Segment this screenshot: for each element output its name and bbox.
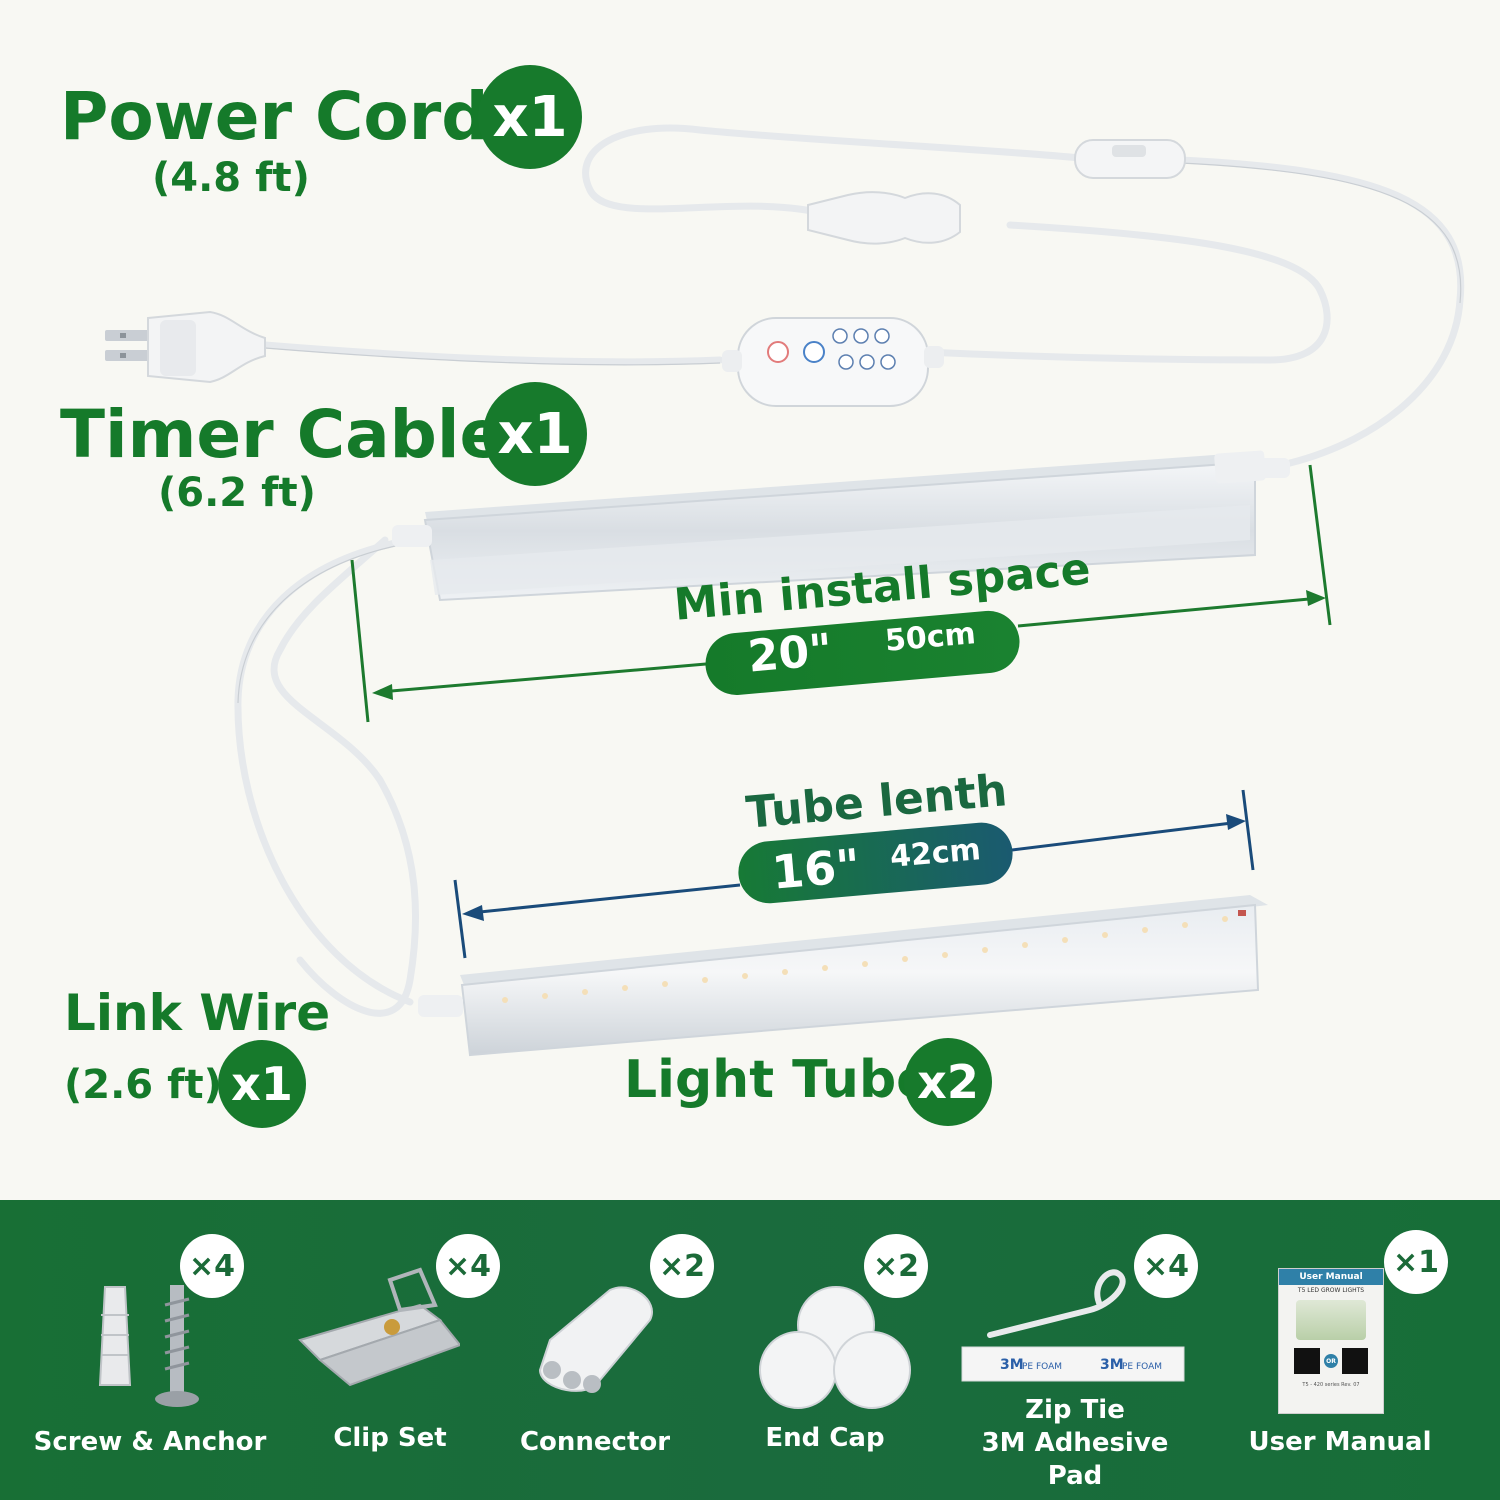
user-manual-cover: User Manual T5 LED GROW LIGHTS OR T5 - 4… xyxy=(1278,1268,1384,1414)
timer-cable-length: (6.2 ft) xyxy=(158,470,316,516)
extension-connector xyxy=(807,191,961,245)
light-tube-qty-badge: x2 xyxy=(904,1038,992,1126)
min-install-dimension xyxy=(350,464,1332,723)
manual-cover-footer: T5 - 420 series Rev. 07 xyxy=(1302,1382,1360,1388)
power-cord-qty-badge: x1 xyxy=(478,65,582,169)
accessory-connector: ×2 Connector xyxy=(490,1200,714,1500)
min-install-inches: 20" xyxy=(745,624,835,683)
manual-cable-image-2 xyxy=(1342,1348,1368,1374)
tube-length-dimension xyxy=(453,789,1255,959)
accessory-end-cap: ×2 End Cap xyxy=(720,1200,930,1500)
led-strip xyxy=(502,916,1228,1003)
light-tube-title: Light Tube xyxy=(624,1050,932,1110)
screw-anchor-qty: ×4 xyxy=(180,1234,244,1298)
pad-foam-text: PE FOAM xyxy=(1022,1362,1062,1372)
zip-tie-pad-qty: ×4 xyxy=(1134,1234,1198,1298)
product-illustration xyxy=(105,124,1465,1057)
screw-anchor-icon xyxy=(98,1285,199,1407)
timer-cable-title: Timer Cable xyxy=(60,396,505,473)
manual-or-badge: OR xyxy=(1324,1354,1338,1368)
accessory-screw-anchor: ×4 Screw & Anchor xyxy=(30,1200,270,1500)
zip-tie-pad-label: Zip Tie 3M Adhesive Pad xyxy=(981,1395,1169,1491)
tube-length-inches: 16" xyxy=(769,838,863,900)
manual-cable-image-1 xyxy=(1294,1348,1320,1374)
accessory-user-manual: User Manual T5 LED GROW LIGHTS OR T5 - 4… xyxy=(1230,1200,1450,1500)
manual-cover-title: User Manual xyxy=(1279,1269,1383,1285)
manual-plant-image xyxy=(1296,1300,1366,1340)
user-manual-qty: ×1 xyxy=(1384,1230,1448,1294)
tube-length-pill xyxy=(738,822,1013,904)
link-wire-qty-badge: x1 xyxy=(218,1040,306,1128)
connector-label: Connector xyxy=(519,1427,671,1457)
inline-switch xyxy=(1074,139,1186,179)
pad-brand-text: 3M xyxy=(1000,1357,1024,1373)
accessories-band: ×4 Screw & Anchor ×4 Clip Set ×2 Connect… xyxy=(0,1200,1500,1500)
pad-brand-text-2: 3M xyxy=(1100,1357,1124,1373)
timer-cable-qty-badge: x1 xyxy=(483,382,587,486)
end-cap-icon xyxy=(759,1286,911,1409)
timer-controller xyxy=(722,317,944,407)
link-wire-length: (2.6 ft) xyxy=(64,1062,222,1108)
clip-set-label: Clip Set xyxy=(333,1423,447,1453)
power-cord-length: (4.8 ft) xyxy=(152,155,310,201)
zip-tie-pad-icon: 3M PE FOAM 3M PE FOAM xyxy=(961,1269,1185,1382)
end-cap-label: End Cap xyxy=(765,1423,885,1453)
accessory-zip-tie-pad: 3M PE FOAM 3M PE FOAM ×4 Zip Tie 3M Adhe… xyxy=(950,1200,1200,1500)
product-stage: Power Cord x1 (4.8 ft) Timer Cable x1 (6… xyxy=(60,65,1465,1128)
end-cap-qty: ×2 xyxy=(864,1234,928,1298)
min-install-pill xyxy=(705,610,1020,695)
lower-light-tube xyxy=(418,895,1268,1057)
user-manual-label: User Manual xyxy=(1248,1427,1432,1457)
pad-foam-text-2: PE FOAM xyxy=(1122,1362,1162,1372)
power-cord-title: Power Cord xyxy=(60,78,489,155)
connector-icon xyxy=(538,1286,653,1393)
manual-cover-subtitle: T5 LED GROW LIGHTS xyxy=(1297,1287,1365,1294)
plug xyxy=(105,310,266,384)
connector-qty: ×2 xyxy=(650,1234,714,1298)
power-cord-cable xyxy=(234,124,1465,1017)
clip-set-icon xyxy=(298,1267,460,1387)
screw-anchor-label: Screw & Anchor xyxy=(33,1427,267,1457)
upper-light-tube xyxy=(392,450,1290,602)
clip-set-qty: ×4 xyxy=(436,1234,500,1298)
accessory-clip-set: ×4 Clip Set xyxy=(270,1200,510,1500)
link-wire-title: Link Wire xyxy=(64,984,331,1042)
